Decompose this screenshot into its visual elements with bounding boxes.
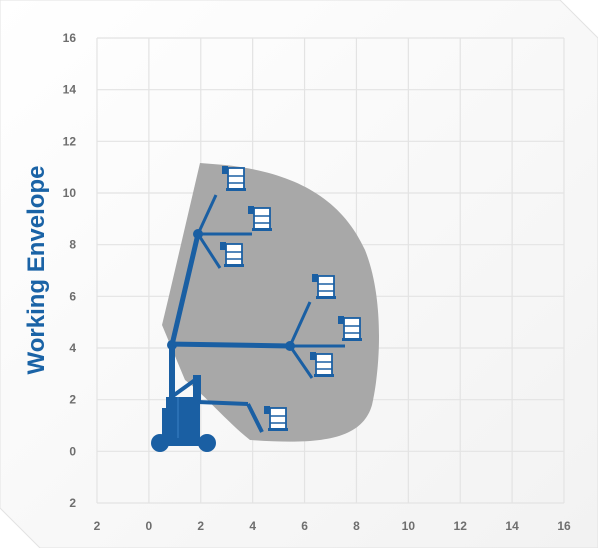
x-tick-label: 14 [505, 519, 519, 533]
x-tick-label: 12 [454, 519, 468, 533]
y-tick-label: 16 [63, 31, 77, 45]
y-tick-label: 8 [69, 238, 76, 252]
x-tick-label: 8 [353, 519, 360, 533]
x-tick-labels: 2 0 2 4 6 8 10 12 14 16 [94, 519, 571, 533]
y-tick-label: 0 [69, 444, 76, 458]
y-tick-label: 4 [69, 341, 76, 355]
x-tick-label: 2 [197, 519, 204, 533]
diagram-title: Working Envelope [23, 165, 50, 375]
x-tick-label: 2 [94, 519, 101, 533]
y-tick-labels: 16 14 12 10 8 6 4 2 0 2 [63, 31, 77, 510]
x-tick-label: 4 [249, 519, 256, 533]
y-tick-label: 12 [63, 134, 77, 148]
y-tick-label: 2 [69, 496, 76, 510]
y-tick-label: 14 [63, 83, 77, 97]
x-tick-label: 16 [557, 519, 571, 533]
boom-lift-icon [151, 194, 345, 452]
y-tick-label: 10 [63, 186, 77, 200]
y-tick-label: 2 [69, 393, 76, 407]
y-tick-label: 6 [69, 289, 76, 303]
x-tick-label: 10 [402, 519, 416, 533]
x-tick-label: 0 [146, 519, 153, 533]
x-tick-label: 6 [301, 519, 308, 533]
